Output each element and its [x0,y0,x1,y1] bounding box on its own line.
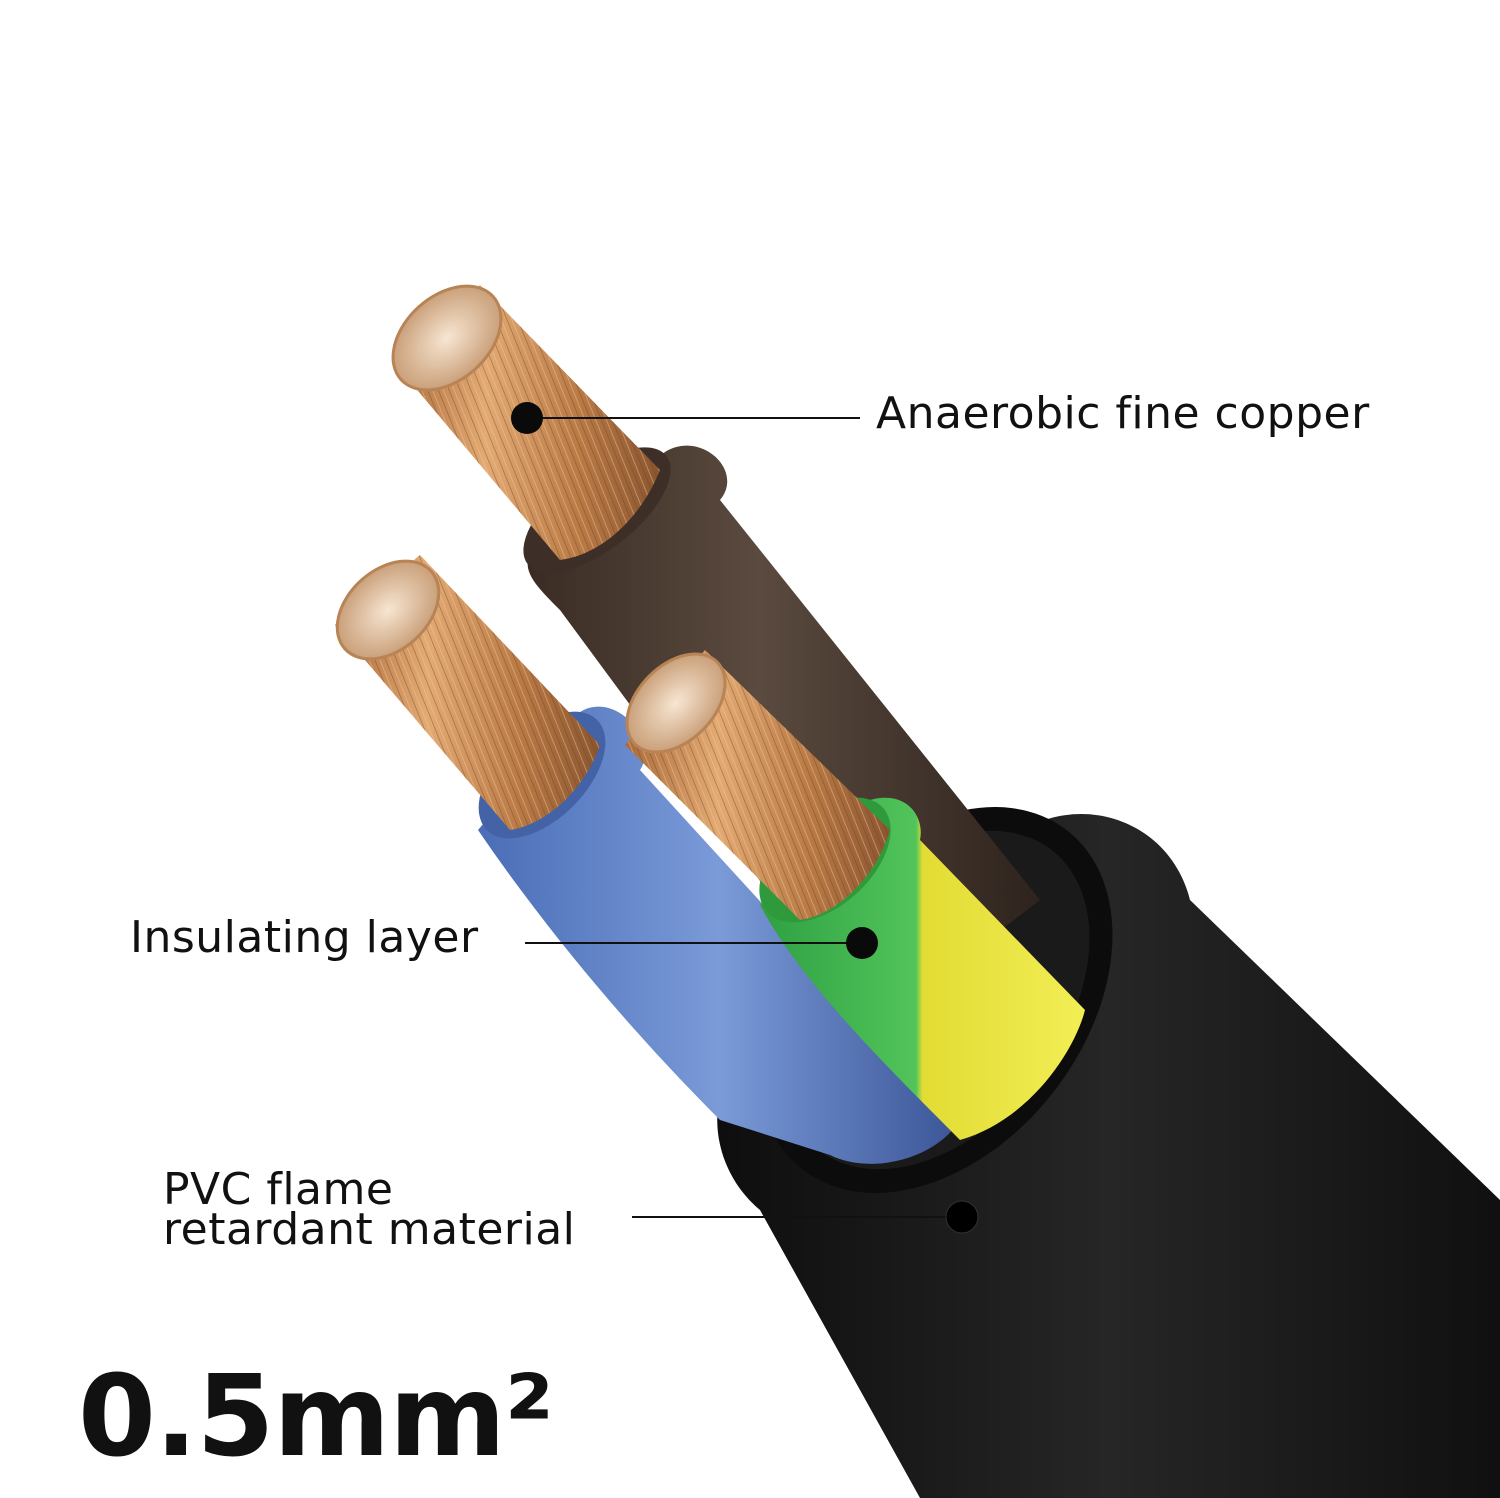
label-anaerobic-fine-copper: Anaerobic fine copper [876,388,1370,439]
cable-size-label: 0.5mm² [78,1352,554,1482]
label-insulating-layer: Insulating layer [130,912,479,963]
copper-conductor-right [625,650,890,920]
leader-copper [511,402,860,434]
leader-pvc [632,1200,979,1234]
label-pvc-material: PVC flame retardant material [163,1164,576,1255]
label-pvc-line2: retardant material [163,1204,576,1255]
label-pvc-line1: PVC flame [163,1164,394,1215]
leader-insulating [525,927,878,959]
copper-conductor-left [335,555,600,830]
